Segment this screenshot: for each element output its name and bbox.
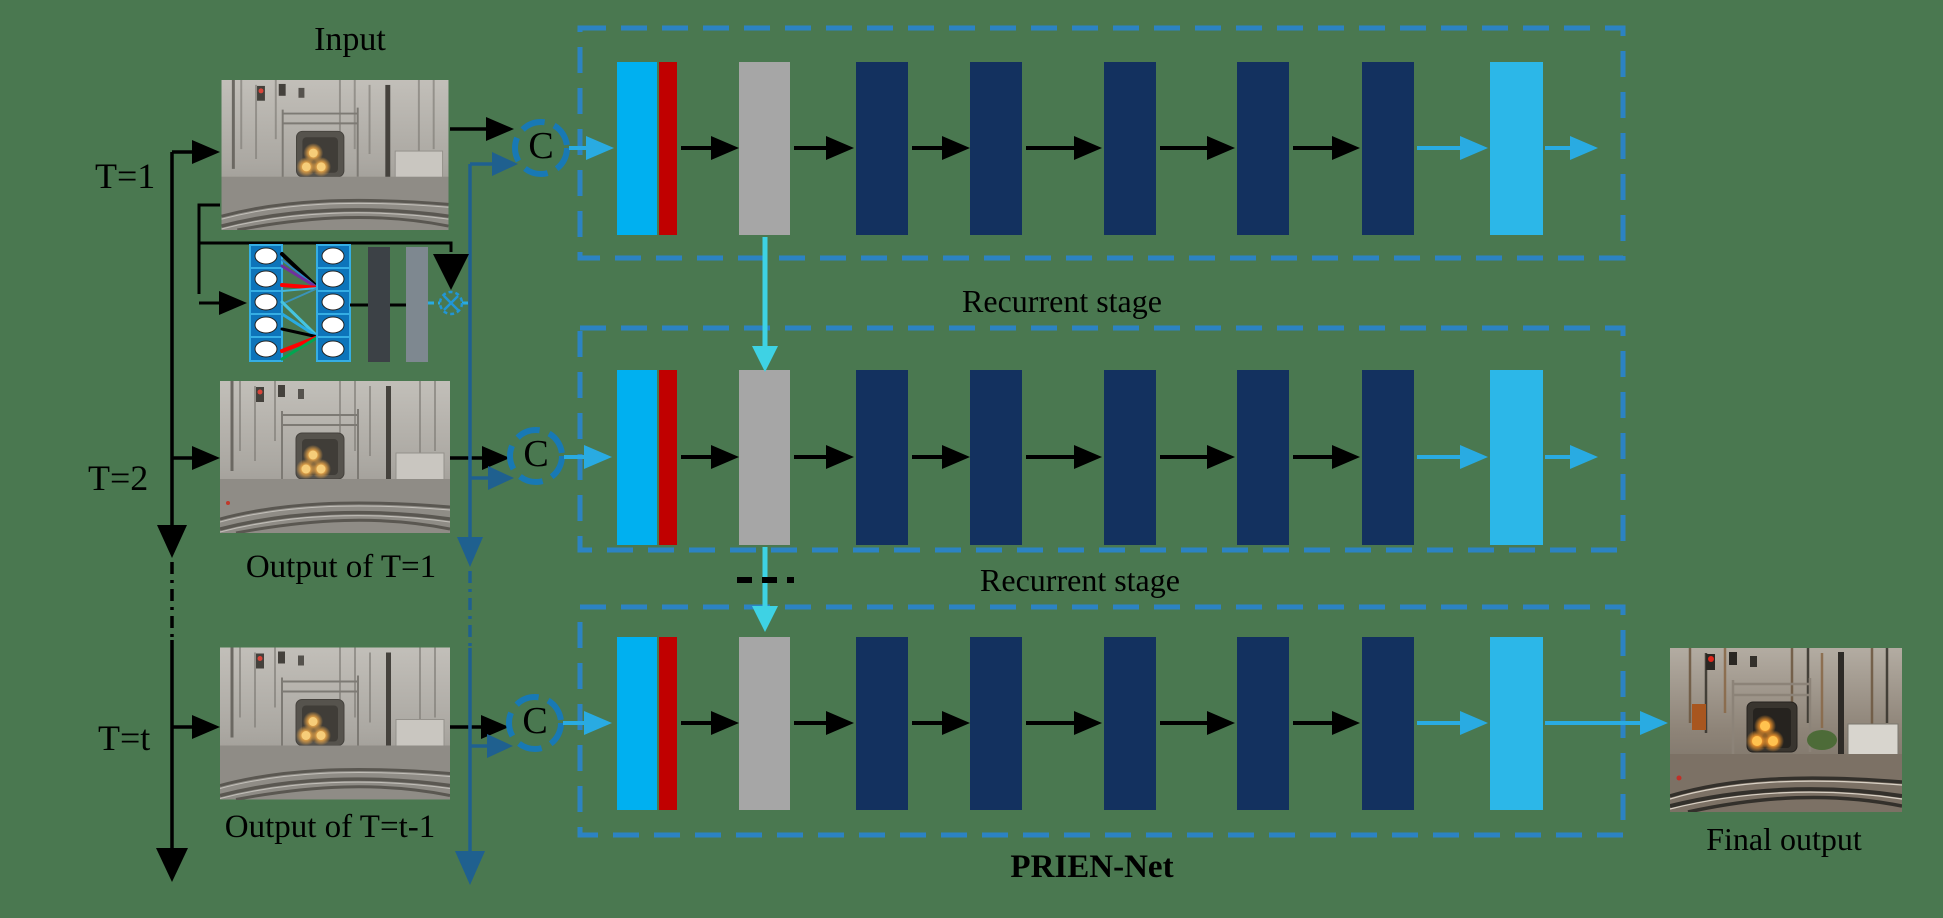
concat-circle-1 (512, 119, 570, 177)
stage3-block-gray (739, 637, 790, 810)
stage2-block-navy (1104, 370, 1156, 545)
recurrent-stage-box-2 (577, 325, 1626, 553)
recurrent-stage-box-3 (577, 604, 1626, 838)
concat-letter-3: C (522, 700, 548, 743)
stage3-block-navy (856, 637, 908, 810)
input-image-t1 (221, 80, 449, 230)
stage3-block-red (659, 637, 677, 810)
module-dark-gray-layer (368, 247, 390, 362)
stage3-block-cyan (617, 637, 657, 810)
stage3-block-navy (970, 637, 1022, 810)
stage1-block-navy (970, 62, 1022, 235)
input-image-tt (220, 647, 450, 800)
stage2-block-navy (856, 370, 908, 545)
module-right-neurons (321, 247, 345, 358)
timestep-label-t1: T=1 (95, 156, 156, 196)
tracks (221, 198, 449, 230)
recurrent-stage-label-1: Recurrent stage (962, 283, 1162, 319)
timeline-line (156, 140, 220, 882)
module-connection-lines (280, 252, 320, 361)
orange-signal-box (1692, 704, 1706, 730)
recurrent-stage-box-1 (577, 25, 1626, 261)
output-t1-label: Output of T=1 (245, 549, 437, 585)
stage2-block-navy (1362, 370, 1414, 545)
stage1-block-light-blue (1490, 62, 1543, 235)
recurrent-stage-label-2: Recurrent stage (980, 562, 1180, 598)
stage2-block-red (659, 370, 677, 545)
red-signal (258, 88, 264, 94)
attention-module (197, 203, 470, 362)
stage2-block-navy (970, 370, 1022, 545)
pole (385, 84, 391, 199)
train (296, 130, 345, 178)
stage1-block-gray (739, 62, 790, 235)
fog-trees (240, 80, 435, 159)
module-light-gray-layer (406, 247, 428, 362)
input-label: Input (314, 21, 386, 58)
stage2-block-gray (739, 370, 790, 545)
multiply-operator (438, 290, 464, 316)
stage1-block-red (659, 62, 677, 235)
concat-letter-2: C (523, 433, 549, 476)
stage-block-arrows (681, 136, 1668, 735)
stage3-block-navy (1104, 637, 1156, 810)
stage3-block-navy (1362, 637, 1414, 810)
final-output-label: Final output (1706, 821, 1862, 857)
concat-circle-2 (507, 427, 565, 485)
stage3-block-light-blue (1490, 637, 1543, 810)
concat-circle-3 (506, 694, 564, 752)
module-left-neurons (254, 247, 278, 358)
prien-net-label: PRIEN-Net (1010, 849, 1174, 885)
down-arrow-into-multiply (433, 254, 469, 290)
green-bush (1807, 730, 1837, 750)
stage2-block-cyan (617, 370, 657, 545)
stage1-block-navy (856, 62, 908, 235)
stage2-block-light-blue (1490, 370, 1543, 545)
stage1-block-navy (1237, 62, 1289, 235)
stage1-block-cyan (617, 62, 657, 235)
feedback-line (455, 152, 518, 885)
signal-gantry (281, 107, 359, 179)
concat-letter-1: C (528, 125, 554, 168)
stage1-block-navy (1362, 62, 1414, 235)
timestep-label-tt: T=t (98, 718, 151, 758)
stage1-block-navy (1104, 62, 1156, 235)
skip-connection-line (199, 241, 453, 252)
stage3-block-navy (1237, 637, 1289, 810)
stage2-block-navy (1237, 370, 1289, 545)
output-tt-1-label: Output of T=t-1 (224, 809, 436, 845)
timestep-label-t2: T=2 (88, 458, 149, 498)
input-image-t2 (220, 381, 450, 533)
final-output-image (1670, 648, 1902, 812)
